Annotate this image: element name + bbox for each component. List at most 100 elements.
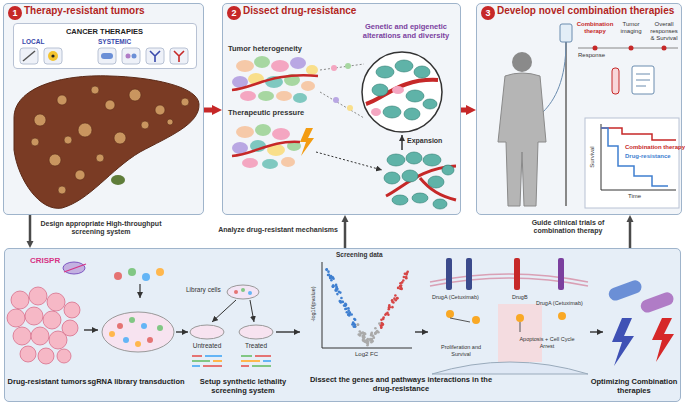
tumor-cells-part [254, 56, 270, 68]
patient-drawing-part [662, 46, 667, 51]
screening-drawing-part [192, 356, 271, 366]
screening-drawing-part [446, 310, 454, 318]
therapy-box: CANCER THERAPIESLOCALSYSTEMIC [13, 23, 197, 69]
tumor-cells [232, 52, 456, 209]
text-slot: DrugA (Cetuximab) [432, 294, 479, 301]
liver-drawing-part-part [58, 186, 66, 194]
label-text: Response [578, 52, 605, 59]
text-slot: 1 [8, 6, 22, 20]
volcano-dot [327, 270, 330, 273]
patient-drawing [498, 24, 679, 208]
text-slot: Expansion [407, 137, 442, 145]
text-slot: Dissect the genes and pathways interacti… [301, 375, 501, 393]
screening-drawing-part [590, 331, 603, 332]
panel-box: Develop novel combination therapies3 [476, 3, 682, 215]
screening-drawing-part-part [213, 360, 222, 362]
volcano-dot [363, 336, 366, 339]
text-slot: Combination therapy [625, 144, 685, 151]
patient-drawing-part [593, 46, 598, 51]
screening-drawing-part [102, 312, 174, 352]
volcano-dot [394, 294, 397, 297]
text-slot: Log2 FC [355, 351, 378, 358]
screening-drawing-part-part [241, 355, 252, 357]
text-slot: -log10(pvalue) [310, 286, 317, 321]
volcano-dot [334, 289, 337, 292]
screening-drawing [7, 258, 675, 374]
tumor-cells-part-part [412, 193, 428, 203]
label-text: Library cells [186, 286, 221, 294]
volcano-dot [332, 285, 335, 288]
connector-arrow [344, 222, 347, 248]
tumor-cells-part [255, 124, 271, 136]
text-slot: DrugA (Cetuximab) [536, 300, 583, 307]
tumor-cells-part [236, 126, 254, 138]
step-number-text: 2 [231, 8, 236, 19]
volcano-dot [357, 333, 360, 336]
volcano-dot [380, 326, 383, 329]
text-slot: Proliferation and Survival [436, 344, 486, 357]
volcano-dot [365, 341, 368, 344]
volcano-dot [369, 339, 372, 342]
screening-drawing-part [322, 262, 412, 348]
tumor-cells-part [301, 81, 315, 91]
tumor-cells-part [276, 91, 292, 101]
screening-drawing-part [142, 273, 150, 281]
therapy-icon-part [20, 48, 38, 64]
screening-drawing-part [516, 314, 524, 322]
liver-drawing-part-part [78, 123, 92, 137]
therapy-icon-part [23, 51, 35, 61]
tumor-cells-part [362, 52, 442, 132]
liver-drawing-part-part [34, 114, 46, 126]
screening-drawing-part-part [38, 348, 54, 364]
volcano-dot [391, 300, 394, 303]
volcano-dot [382, 323, 385, 326]
text-slot: SYSTEMIC [98, 38, 131, 46]
volcano-dot [370, 332, 373, 335]
tumor-cells-part [281, 157, 295, 167]
volcano-dot [376, 330, 379, 333]
panel-ground-part [3, 3, 204, 215]
node-text: Setup synthetic lethality screening syst… [187, 377, 299, 395]
text-slot: CRISPR [30, 256, 60, 266]
volcano-dot [356, 323, 359, 326]
screening-drawing-part-part [64, 302, 80, 318]
liver-drawing [14, 76, 199, 209]
text-slot: Drug-resistant tumors [6, 377, 88, 386]
node-text: Dissect drug-resistance [243, 5, 356, 17]
tumor-cells-part [372, 60, 437, 120]
label-text: DrugA (Cetuximab) [432, 294, 479, 301]
volcano-dot [344, 304, 347, 307]
text-slot: Apoptosis + Cell Cycle Arrest [518, 336, 576, 349]
panel-ground-part [4, 248, 681, 402]
screening-drawing-part [558, 258, 564, 290]
tumor-cells-part-part [387, 154, 405, 166]
liver-drawing-part-part [96, 154, 104, 162]
text-slot: Tumor heterogeneity [228, 44, 302, 53]
tumor-cells-part-part [384, 172, 400, 184]
volcano-dot [332, 284, 335, 287]
tumor-cells-part-part [392, 195, 408, 205]
volcano-dot [348, 312, 351, 315]
screening-drawing-part [514, 258, 520, 290]
volcano-dot [329, 277, 332, 280]
text-slot: Genetic and epigenetic alterations and d… [350, 22, 462, 40]
volcano-dot [391, 306, 394, 309]
volcano-dot [362, 331, 365, 334]
label-text: Survival [589, 146, 596, 167]
patient-drawing-part [612, 68, 619, 94]
screening-drawing-part-part [47, 293, 65, 311]
screening-drawing-part-part [141, 323, 147, 329]
therapy-icon-part [146, 48, 164, 64]
patient-drawing-part [560, 24, 572, 42]
tumor-cells-part [320, 92, 364, 118]
volcano-dot [345, 307, 348, 310]
therapy-icon-part [51, 54, 54, 57]
text-slot: Develop novel combination therapies [497, 5, 674, 17]
tumor-cells-part [290, 57, 306, 69]
volcano-dot [344, 304, 347, 307]
tumor-cells-part [300, 128, 314, 156]
volcano-dot [374, 327, 377, 330]
label-text: Untreated [190, 342, 224, 350]
screening-drawing-part [128, 268, 136, 276]
